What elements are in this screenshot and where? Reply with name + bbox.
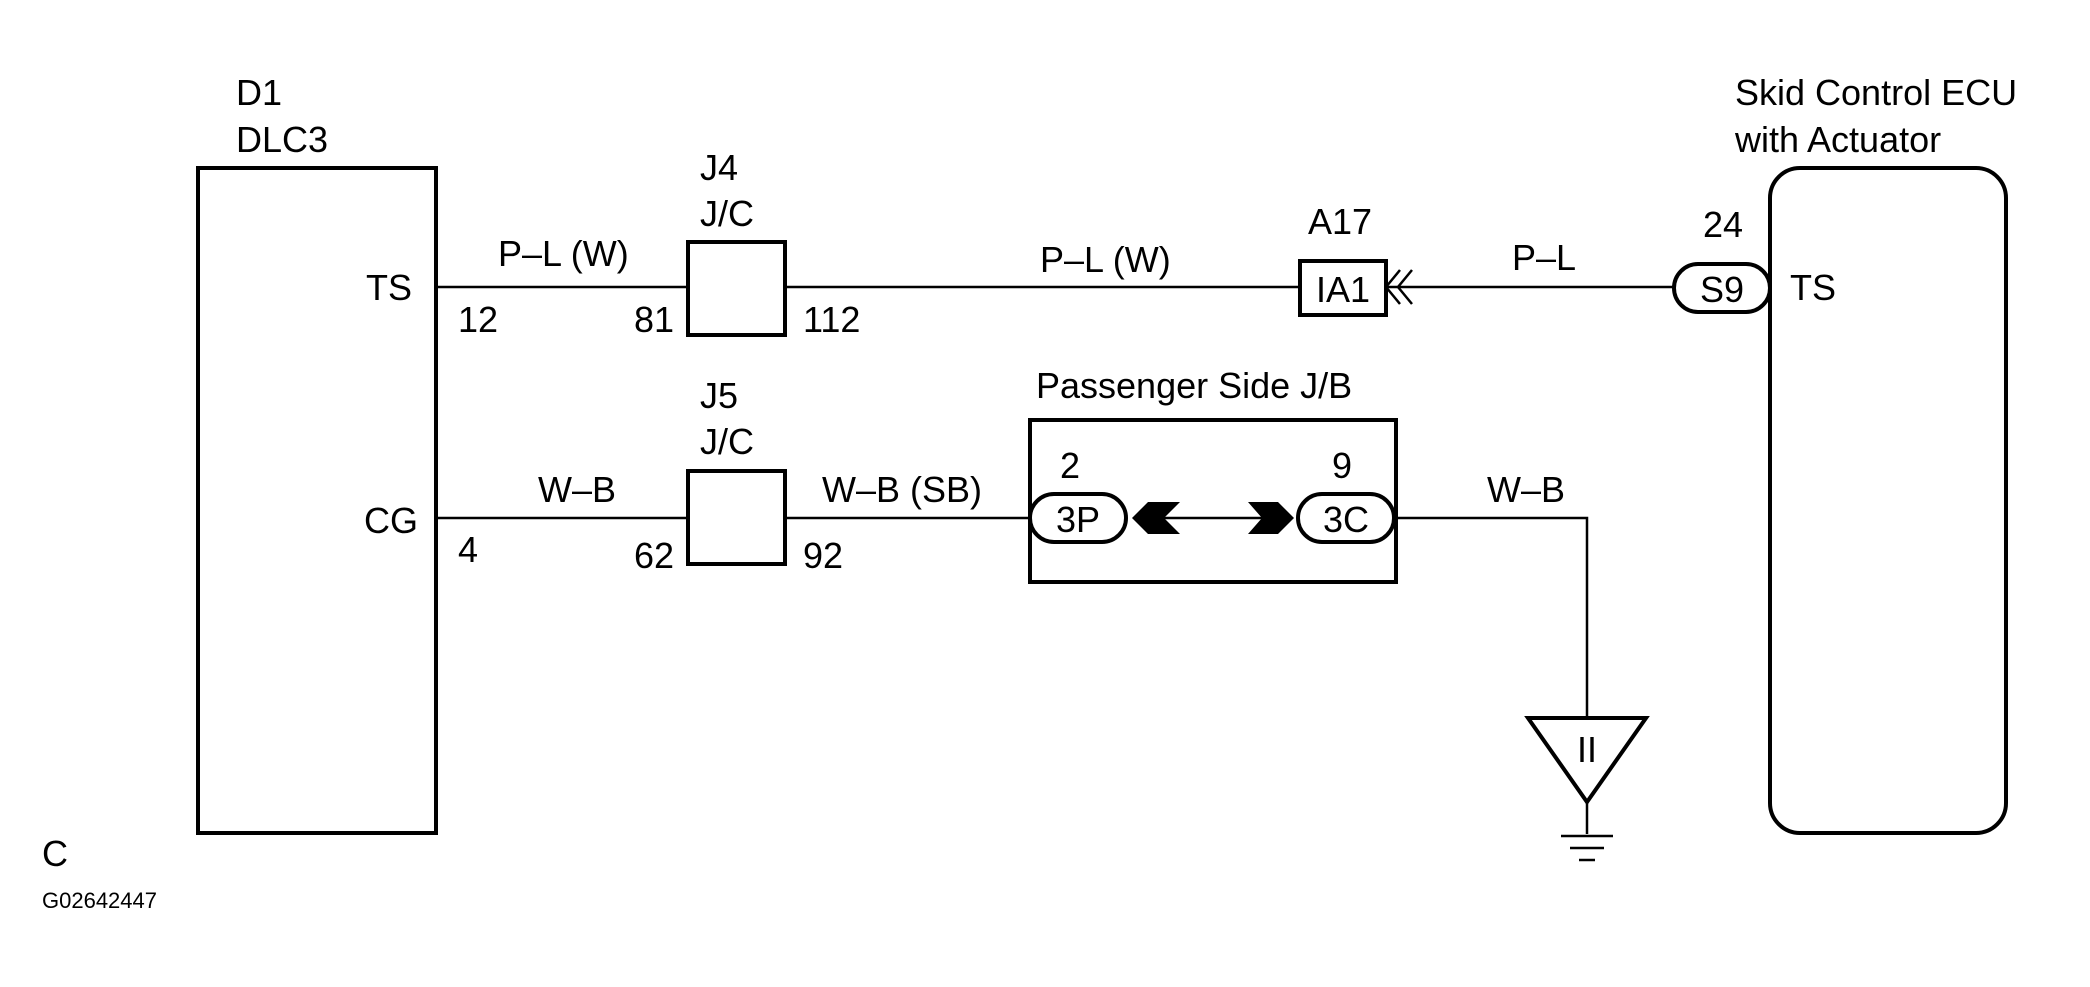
cg-dlc-pin-number: 4	[458, 529, 478, 570]
cg-wire-color-2: W–B (SB)	[822, 469, 982, 510]
ecu-name-line2: with Actuator	[1734, 119, 1941, 160]
a17-connector-label: IA1	[1316, 269, 1370, 310]
ground-icon	[1561, 834, 1613, 862]
jb-left-pin: 2	[1060, 445, 1080, 486]
j5-pin-in: 62	[634, 535, 674, 576]
dlc-pin-ts-label: TS	[366, 267, 412, 308]
j4-junction-box	[686, 240, 787, 337]
jb-terminal-arrow-right-icon	[1248, 502, 1294, 534]
ts-wire-color-3: P–L	[1512, 237, 1576, 278]
j4-type: J/C	[700, 193, 754, 234]
ts-wire-color-2: P–L (W)	[1040, 239, 1171, 280]
jb-name: Passenger Side J/B	[1036, 365, 1352, 406]
jb-connector-3p	[1028, 492, 1128, 544]
a17-code: A17	[1308, 201, 1372, 242]
ecu-pin-ts-label: TS	[1790, 267, 1836, 308]
j5-pin-out: 92	[803, 535, 843, 576]
jb-right-connector-label: 3C	[1323, 499, 1369, 540]
ecu-connector-s9	[1672, 262, 1772, 314]
dlc-pin-cg-label: CG	[364, 500, 418, 541]
j5-code: J5	[700, 375, 738, 416]
ts-dlc-pin-number: 12	[458, 299, 498, 340]
corner-letter: C	[42, 833, 68, 874]
cg-wire-seg3	[1396, 516, 1589, 718]
jb-box	[1028, 418, 1398, 584]
ecu-pin-number: 24	[1703, 204, 1743, 245]
j4-code: J4	[700, 147, 738, 188]
j5-junction-box	[686, 469, 787, 566]
cg-wire-color-1: W–B	[538, 469, 616, 510]
dlc3-connector-box	[196, 166, 438, 835]
jb-left-connector-label: 3P	[1056, 499, 1100, 540]
ts-wire-color-1: P–L (W)	[498, 233, 629, 274]
a17-inline-connector-icon	[1384, 269, 1413, 305]
figure-id: G02642447	[42, 888, 157, 913]
jb-connector-3c	[1296, 492, 1396, 544]
ecu-connector-label: S9	[1700, 269, 1744, 310]
dlc-name: DLC3	[236, 119, 328, 160]
j4-pin-in: 81	[634, 299, 674, 340]
ecu-box	[1768, 166, 2008, 835]
jb-terminal-arrow-left-icon	[1132, 502, 1180, 534]
ground-point-triangle	[1524, 716, 1650, 806]
jb-right-pin: 9	[1332, 445, 1352, 486]
cg-wire-color-3: W–B	[1487, 469, 1565, 510]
ground-point-label: II	[1577, 729, 1597, 770]
dlc-code: D1	[236, 72, 282, 113]
ecu-name-line1: Skid Control ECU	[1735, 72, 2017, 113]
j4-pin-out: 112	[803, 299, 860, 340]
j5-type: J/C	[700, 421, 754, 462]
